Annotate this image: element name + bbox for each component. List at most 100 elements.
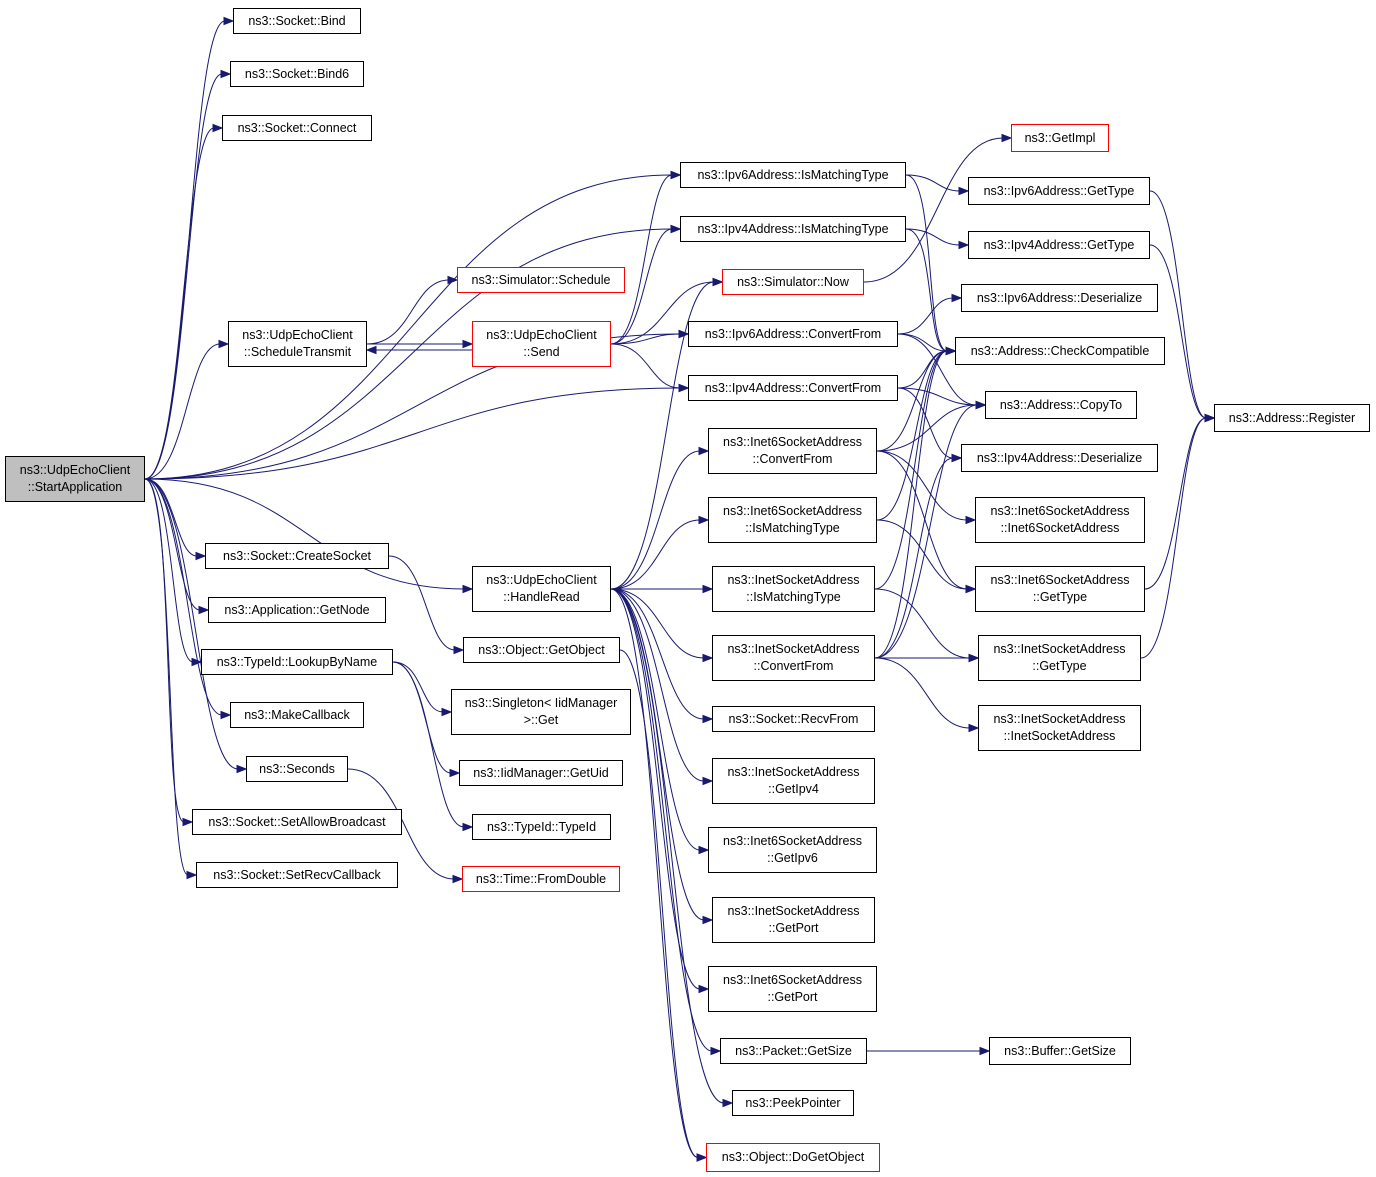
call-edge	[610, 333, 681, 345]
node-inet-get-port[interactable]: ns3::InetSocketAddress::GetPort	[712, 897, 875, 943]
node-start-application: ns3::UdpEchoClient::StartApplication	[5, 456, 145, 502]
call-edge	[610, 588, 705, 720]
call-edge-arrowhead	[975, 400, 987, 410]
call-edge-arrowhead	[453, 645, 465, 655]
node-get-impl[interactable]: ns3::GetImpl	[1011, 124, 1109, 152]
node-object-do-get-object[interactable]: ns3::Object::DoGetObject	[706, 1143, 880, 1172]
call-edge-arrowhead	[447, 275, 459, 285]
call-edge-arrowhead	[220, 69, 232, 79]
call-edge	[1140, 417, 1207, 659]
node-iid-manager-get-uid[interactable]: ns3::IidManager::GetUid	[459, 760, 623, 786]
call-edge	[905, 228, 961, 246]
node-packet-get-size[interactable]: ns3::Packet::GetSize	[720, 1038, 867, 1064]
node-ipv4-convert-from[interactable]: ns3::Ipv4Address::ConvertFrom	[688, 375, 898, 401]
node-inet6-get-port[interactable]: ns3::Inet6SocketAddress::GetPort	[708, 966, 877, 1012]
node-address-copy-to[interactable]: ns3::Address::CopyTo	[985, 391, 1137, 419]
node-time-from-double[interactable]: ns3::Time::FromDouble	[462, 866, 620, 892]
node-simulator-now[interactable]: ns3::Simulator::Now	[722, 269, 864, 295]
call-edge-arrowhead	[365, 345, 377, 355]
node-seconds[interactable]: ns3::Seconds	[246, 756, 348, 782]
node-inet-get-type[interactable]: ns3::InetSocketAddress::GetType	[978, 635, 1141, 681]
call-edge	[1149, 190, 1207, 419]
call-edge-arrowhead	[698, 984, 710, 994]
node-inet6-is-matching-type[interactable]: ns3::Inet6SocketAddress::IsMatchingType	[708, 497, 877, 543]
node-create-socket[interactable]: ns3::Socket::CreateSocket	[205, 543, 389, 569]
call-edge	[610, 588, 701, 990]
call-edge-arrowhead	[670, 224, 682, 234]
node-ipv6-get-type[interactable]: ns3::Ipv6Address::GetType	[968, 177, 1150, 205]
node-ipv6-deserialize[interactable]: ns3::Ipv6Address::Deserialize	[961, 284, 1158, 312]
node-inet6-get-ipv6[interactable]: ns3::Inet6SocketAddress::GetIpv6	[708, 827, 877, 873]
call-edge-arrowhead	[702, 653, 714, 663]
call-edge-arrowhead	[191, 657, 203, 667]
call-edge-arrowhead	[223, 16, 235, 26]
node-ipv4-get-type[interactable]: ns3::Ipv4Address::GetType	[968, 231, 1150, 259]
call-edge	[876, 450, 968, 521]
call-edge	[876, 350, 948, 521]
call-edge	[897, 387, 978, 406]
node-socket-bind[interactable]: ns3::Socket::Bind	[233, 8, 361, 34]
node-inet6-convert-from[interactable]: ns3::Inet6SocketAddress::ConvertFrom	[708, 428, 877, 474]
call-edge	[610, 174, 673, 345]
node-ipv6-convert-from[interactable]: ns3::Ipv6Address::ConvertFrom	[688, 321, 898, 347]
call-edge	[1144, 417, 1207, 590]
call-edge	[897, 333, 978, 406]
call-edge	[610, 588, 699, 1158]
node-set-allow-broadcast[interactable]: ns3::Socket::SetAllowBroadcast	[192, 809, 402, 835]
node-socket-recv-from[interactable]: ns3::Socket::RecvFrom	[712, 706, 875, 732]
call-edge	[876, 404, 978, 452]
call-edge-arrowhead	[951, 453, 963, 463]
call-edge	[366, 279, 450, 345]
node-ipv6-is-matching-type[interactable]: ns3::Ipv6Address::IsMatchingType	[680, 162, 906, 188]
call-edge	[897, 297, 954, 335]
call-edge-arrowhead	[1001, 133, 1013, 143]
node-simulator-schedule[interactable]: ns3::Simulator::Schedule	[457, 267, 625, 293]
node-peek-pointer[interactable]: ns3::PeekPointer	[732, 1090, 854, 1116]
call-edge-arrowhead	[702, 915, 714, 925]
call-edge-arrowhead	[702, 714, 714, 724]
call-edge-arrowhead	[965, 584, 977, 594]
call-edge	[905, 228, 948, 352]
node-buffer-get-size[interactable]: ns3::Buffer::GetSize	[989, 1037, 1131, 1065]
call-edge-arrowhead	[236, 764, 248, 774]
call-edge	[876, 450, 968, 590]
call-edge-arrowhead	[462, 339, 474, 349]
node-inet-convert-from[interactable]: ns3::InetSocketAddress::ConvertFrom	[712, 635, 875, 681]
node-schedule-transmit[interactable]: ns3::UdpEchoClient::ScheduleTransmit	[228, 321, 367, 367]
call-edge	[619, 649, 699, 1158]
node-application-get-node[interactable]: ns3::Application::GetNode	[208, 597, 386, 623]
node-ipv4-deserialize[interactable]: ns3::Ipv4Address::Deserialize	[961, 444, 1158, 472]
node-make-callback[interactable]: ns3::MakeCallback	[230, 702, 364, 728]
node-object-get-object[interactable]: ns3::Object::GetObject	[463, 637, 620, 663]
call-edge-arrowhead	[220, 710, 232, 720]
call-edge-arrowhead	[1204, 413, 1216, 423]
node-inet6-socket-address-ctor[interactable]: ns3::Inet6SocketAddress::Inet6SocketAddr…	[975, 497, 1145, 543]
node-handle-read[interactable]: ns3::UdpEchoClient::HandleRead	[472, 566, 611, 612]
node-inet-socket-address-ctor[interactable]: ns3::InetSocketAddress::InetSocketAddres…	[978, 705, 1141, 751]
node-inet-is-matching-type[interactable]: ns3::InetSocketAddress::IsMatchingType	[712, 566, 875, 612]
call-edge	[610, 343, 681, 389]
node-ipv4-is-matching-type[interactable]: ns3::Ipv4Address::IsMatchingType	[680, 216, 906, 242]
call-edge-arrowhead	[702, 584, 714, 594]
node-typeid-typeid[interactable]: ns3::TypeId::TypeId	[472, 814, 611, 840]
node-inet-get-ipv4[interactable]: ns3::InetSocketAddress::GetIpv4	[712, 758, 875, 804]
node-typeid-lookup-by-name[interactable]: ns3::TypeId::LookupByName	[201, 649, 393, 675]
call-edge-arrowhead	[195, 551, 207, 561]
call-edge	[905, 174, 961, 192]
call-edge	[610, 519, 701, 590]
call-edge-arrowhead	[678, 329, 690, 339]
node-address-register[interactable]: ns3::Address::Register	[1214, 404, 1370, 432]
node-address-check-compatible[interactable]: ns3::Address::CheckCompatible	[955, 337, 1165, 365]
call-edge	[144, 127, 215, 480]
call-edge	[874, 457, 954, 659]
node-set-recv-callback[interactable]: ns3::Socket::SetRecvCallback	[196, 862, 398, 888]
call-edge-arrowhead	[696, 1153, 708, 1162]
node-inet6-get-type[interactable]: ns3::Inet6SocketAddress::GetType	[975, 566, 1145, 612]
node-socket-bind6[interactable]: ns3::Socket::Bind6	[230, 61, 364, 87]
call-edge-arrowhead	[710, 1046, 722, 1056]
call-edge	[144, 478, 223, 716]
node-socket-connect[interactable]: ns3::Socket::Connect	[222, 115, 372, 141]
node-singleton-get[interactable]: ns3::Singleton< IidManager>::Get	[451, 689, 631, 735]
node-udp-echo-client-send[interactable]: ns3::UdpEchoClient::Send	[472, 321, 611, 367]
